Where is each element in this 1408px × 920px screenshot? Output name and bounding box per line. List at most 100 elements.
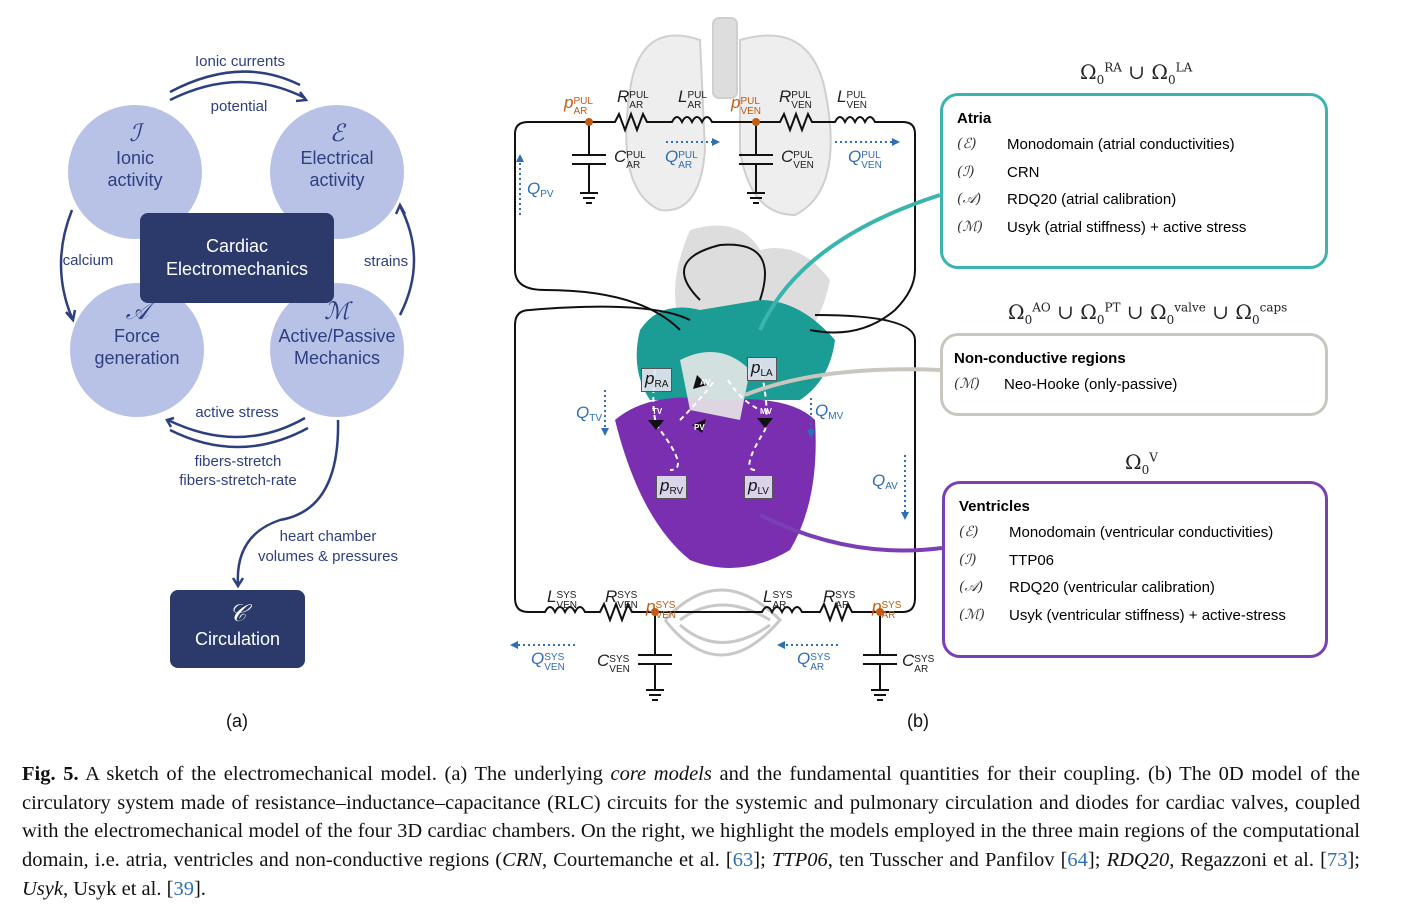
label-subscript: AV (885, 481, 898, 492)
label-symbol: L (837, 87, 847, 106)
label-superscript: PUL (793, 150, 813, 161)
caption-text: ]; (1087, 849, 1107, 872)
caption-text: ]; (1347, 849, 1360, 872)
model-text: Monodomain (atrial conductivities) (1007, 136, 1235, 153)
ventricles-models-box: Ventricles (ℰ)Monodomain (ventricular co… (942, 481, 1328, 658)
nonconductive-title: Non-conductive regions (954, 350, 1126, 367)
label-symbol: p (645, 369, 655, 388)
model-text: RDQ20 (ventricular calibration) (1009, 579, 1215, 596)
citation-link[interactable]: 64 (1067, 849, 1088, 872)
circulation-symbol: 𝒞 (228, 599, 247, 627)
label-subscript: VEN (544, 662, 565, 673)
label-subscript: AR (835, 600, 850, 611)
label-symbol: Q (531, 649, 545, 668)
volumes-pressures-label: volumes & pressures (257, 548, 399, 565)
label-subscript: AR (687, 100, 702, 111)
model-tag: (ℳ) (959, 606, 985, 623)
model-text: Monodomain (ventricular conductivities) (1009, 524, 1274, 541)
electrical-label: Electrical (300, 148, 374, 168)
caption-text: , ten Tusscher and Panfilov [ (827, 849, 1068, 872)
label-subscript: RV (669, 486, 684, 497)
citation-link[interactable]: 73 (1326, 849, 1348, 872)
model-row: (ℳ)Usyk (atrial stiffness) + active stre… (957, 219, 1311, 247)
nonconductive-models-box: Non-conductive regions (ℳ)Neo-Hooke (onl… (940, 333, 1328, 416)
label-symbol: Q (848, 147, 862, 166)
center-label-2: Electromechanics (165, 259, 309, 279)
label-symbol: p (564, 93, 574, 112)
label-symbol: p (751, 358, 761, 377)
caption-text: A sketch of the electromechanical model.… (78, 763, 611, 785)
label-superscript: PUL (740, 96, 760, 107)
label-symbol: Q (576, 403, 590, 422)
label-indices: AV (885, 482, 898, 492)
atria-title: Atria (957, 110, 992, 127)
ionic-currents-label: Ionic currents (194, 53, 286, 70)
caption-emph: TTP06 (771, 849, 828, 872)
caption-emph: Usyk (22, 877, 63, 900)
label-symbol: Q (815, 401, 829, 420)
label-superscript: SYS (544, 652, 565, 663)
label-superscript: PUL (629, 90, 649, 101)
label-indices: TV (589, 414, 602, 424)
label-superscript: SYS (772, 590, 793, 601)
model-tag: (ℳ) (957, 218, 983, 235)
label-symbol: R (823, 587, 836, 606)
label-subscript: AR (810, 662, 825, 673)
electrical-label-2: activity (309, 170, 365, 190)
label-superscript: SYS (609, 654, 630, 665)
label-symbol: Q (527, 179, 541, 198)
caption-text: ]. (193, 877, 206, 900)
citation-link[interactable]: 39 (173, 877, 194, 900)
panel-a-arrows (59, 70, 416, 589)
label-symbol: p (872, 597, 882, 616)
label-subscript: VEN (740, 106, 762, 117)
label-subscript: AR (678, 160, 693, 171)
label-symbol: R (779, 87, 792, 106)
caption-text: and the fundamental quantities for their… (22, 763, 1360, 872)
label-superscript: PUL (687, 90, 707, 101)
label-superscript: SYS (655, 600, 676, 611)
model-row: (ℰ)Monodomain (atrial conductivities) (957, 136, 1311, 164)
heart-chamber-label: heart chamber (279, 528, 377, 545)
label-subscript: AR (881, 610, 896, 621)
label-subscript: LA (760, 368, 773, 379)
label-subscript: LV (757, 486, 769, 497)
force-label-2: generation (94, 348, 180, 368)
citation-link[interactable]: 63 (732, 849, 754, 872)
model-tag: (ℐ) (959, 551, 977, 568)
ionic-symbol: ℐ (129, 119, 141, 147)
model-tag: (ℳ) (954, 376, 980, 392)
label-indices: LV (757, 487, 769, 497)
fibers-stretch-rate-label: fibers-stretch-rate (179, 472, 297, 489)
caption-emph: core models (610, 763, 712, 785)
lungs-illustration (625, 17, 832, 217)
label-superscript: PUL (846, 90, 866, 101)
label-subscript: AR (626, 160, 641, 171)
model-tag: (𝒜) (959, 579, 984, 595)
label-superscript: SYS (835, 590, 856, 601)
calcium-label: calcium (62, 252, 114, 269)
label-indices: RA (654, 380, 668, 390)
caption-text: , Regazzoni et al. [ (1169, 849, 1327, 872)
